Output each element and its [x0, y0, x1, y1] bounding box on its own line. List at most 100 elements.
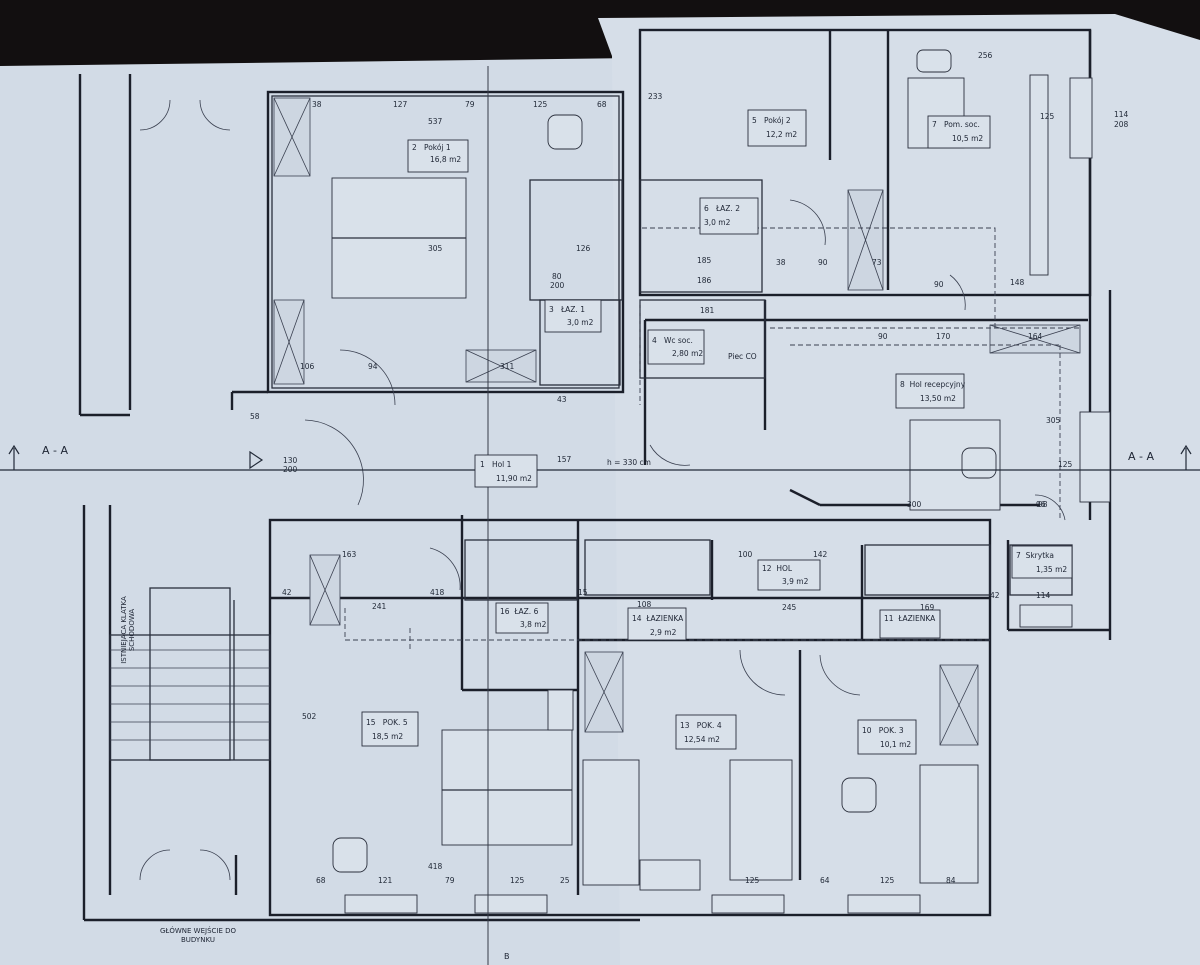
- dimension-label: 68: [316, 876, 326, 885]
- door-swings: [139, 99, 1066, 881]
- dimension-label: 38: [312, 100, 322, 109]
- room-number: 15: [366, 718, 376, 727]
- room-number: 1: [480, 460, 485, 469]
- room-name: Wc soc.: [663, 336, 693, 345]
- dimension-label: 25: [560, 876, 570, 885]
- room-skrytka: 7 Skrytka 1,35 m2: [1016, 549, 1067, 577]
- entrance-label: GŁÓWNE WEJŚCIE DO BUDYNKU: [159, 927, 237, 944]
- dimension-label: 163: [342, 550, 357, 559]
- section-arrowhead-left: [8, 444, 20, 455]
- installation-lines: [344, 227, 1080, 650]
- dimension-label: 170: [936, 332, 951, 341]
- room-piec-co: Piec CO: [728, 352, 757, 361]
- room-number: 7: [1016, 551, 1021, 560]
- dimension-label: 125: [1058, 460, 1073, 469]
- room-lazienka-11: 11 ŁAZIENKA: [884, 614, 935, 623]
- room-area: 12,2 m2: [766, 130, 798, 139]
- dimension-label: 58: [250, 412, 260, 421]
- dimension-label: 96: [1036, 500, 1046, 509]
- room-name: Hol recepcyjny: [909, 380, 966, 389]
- room-area: 16,8 m2: [430, 155, 462, 164]
- dimension-label: 100: [738, 550, 753, 559]
- room-area: 11,90 m2: [496, 474, 532, 483]
- room-name: HOL: [776, 564, 793, 573]
- dimension-label: 130: [283, 456, 298, 465]
- room-area: 1,35 m2: [1036, 565, 1068, 574]
- dimension-label: 300: [907, 500, 922, 509]
- room-number: 13: [680, 721, 690, 730]
- room-name: ŁAZ. 1: [560, 305, 585, 314]
- dimension-label: 90: [818, 258, 828, 267]
- room-hol-recepcyjny: 8 Hol recepcyjny 13,50 m2: [900, 378, 965, 406]
- room-name: Hol 1: [491, 460, 512, 469]
- staircase: [109, 587, 271, 761]
- dimension-label: 64: [820, 876, 830, 885]
- room-laz-2: 6 ŁAZ. 2 3,0 m2: [704, 202, 740, 230]
- room-pok-4: 13 POK. 4 12,54 m2: [680, 719, 722, 747]
- dimension-label: 108: [637, 600, 652, 609]
- room-area: 12,54 m2: [684, 735, 720, 744]
- dimension-label: 68: [597, 100, 607, 109]
- room-area: 3,8 m2: [520, 620, 547, 629]
- dimension-label: 79: [445, 876, 455, 885]
- dimension-label: 125: [1040, 112, 1055, 121]
- ceiling-height: h = 330 cm: [607, 458, 651, 467]
- dimension-label: 38: [776, 258, 786, 267]
- dimension-label: 233: [648, 92, 663, 101]
- room-number: 3: [549, 305, 554, 314]
- dimension-label: 157: [557, 455, 572, 464]
- room-number: 5: [752, 116, 757, 125]
- room-number: 16: [500, 607, 510, 616]
- room-pok-5: 15 POK. 5 18,5 m2: [366, 716, 408, 744]
- room-number: 6: [704, 204, 709, 213]
- section-arrowhead-right: [1180, 444, 1192, 455]
- fixtures: [273, 49, 1111, 914]
- dimension-label: 126: [576, 244, 591, 253]
- dimension-label: 15: [578, 588, 588, 597]
- dimension-label: 125: [745, 876, 760, 885]
- dimension-label: 241: [372, 602, 387, 611]
- section-marker-left: A - A: [42, 444, 69, 457]
- room-number: 2: [412, 143, 417, 152]
- dimension-label: 80: [552, 272, 562, 281]
- dimension-label: 114: [1114, 110, 1129, 119]
- room-name: Skrytka: [1025, 551, 1054, 560]
- dimension-label: 186: [697, 276, 712, 285]
- dimension-label: 84: [946, 876, 956, 885]
- room-name: ŁAZIENKA: [898, 614, 936, 623]
- dimension-label: 169: [920, 603, 935, 612]
- dimension-label: 502: [302, 712, 317, 721]
- dimension-label: 256: [978, 51, 993, 60]
- dimension-label: 98: [1038, 500, 1048, 509]
- dimension-label: 148: [1010, 278, 1025, 287]
- dimension-label: 537: [428, 117, 443, 126]
- room-pokoj-2: 5 Pokój 2 12,2 m2: [752, 114, 797, 142]
- room-area: 2,80 m2: [672, 349, 704, 358]
- dimension-label: 114: [1036, 591, 1051, 600]
- entrance-arrow-icon: [249, 450, 264, 470]
- room-area: 2,9 m2: [650, 628, 677, 637]
- room-area: 18,5 m2: [372, 732, 404, 741]
- dimension-label: 185: [697, 256, 712, 265]
- room-name: Pokój 2: [763, 116, 791, 125]
- dimension-label: 142: [813, 550, 828, 559]
- room-number: 7: [932, 120, 937, 129]
- room-lazienka-14: 14 ŁAZIENKA 2,9 m2: [632, 612, 683, 640]
- room-wc-soc: 4 Wc soc. 2,80 m2: [652, 334, 703, 360]
- room-laz-6: 16 ŁAZ. 6 3,8 m2: [500, 605, 546, 631]
- room-area: 13,50 m2: [920, 394, 956, 403]
- dimension-label: 90: [878, 332, 888, 341]
- room-name: Piec CO: [728, 352, 757, 361]
- room-area: 3,9 m2: [782, 577, 809, 586]
- room-area: 3,0 m2: [704, 218, 731, 227]
- paper-sheet-right: [598, 14, 1200, 965]
- dimension-label: 245: [782, 603, 797, 612]
- room-name: POK. 5: [382, 718, 408, 727]
- dimension-label: 42: [990, 591, 1000, 600]
- room-number: 12: [762, 564, 772, 573]
- room-name: ŁAZIENKA: [646, 614, 684, 623]
- sheet-edge-label: B: [504, 952, 510, 961]
